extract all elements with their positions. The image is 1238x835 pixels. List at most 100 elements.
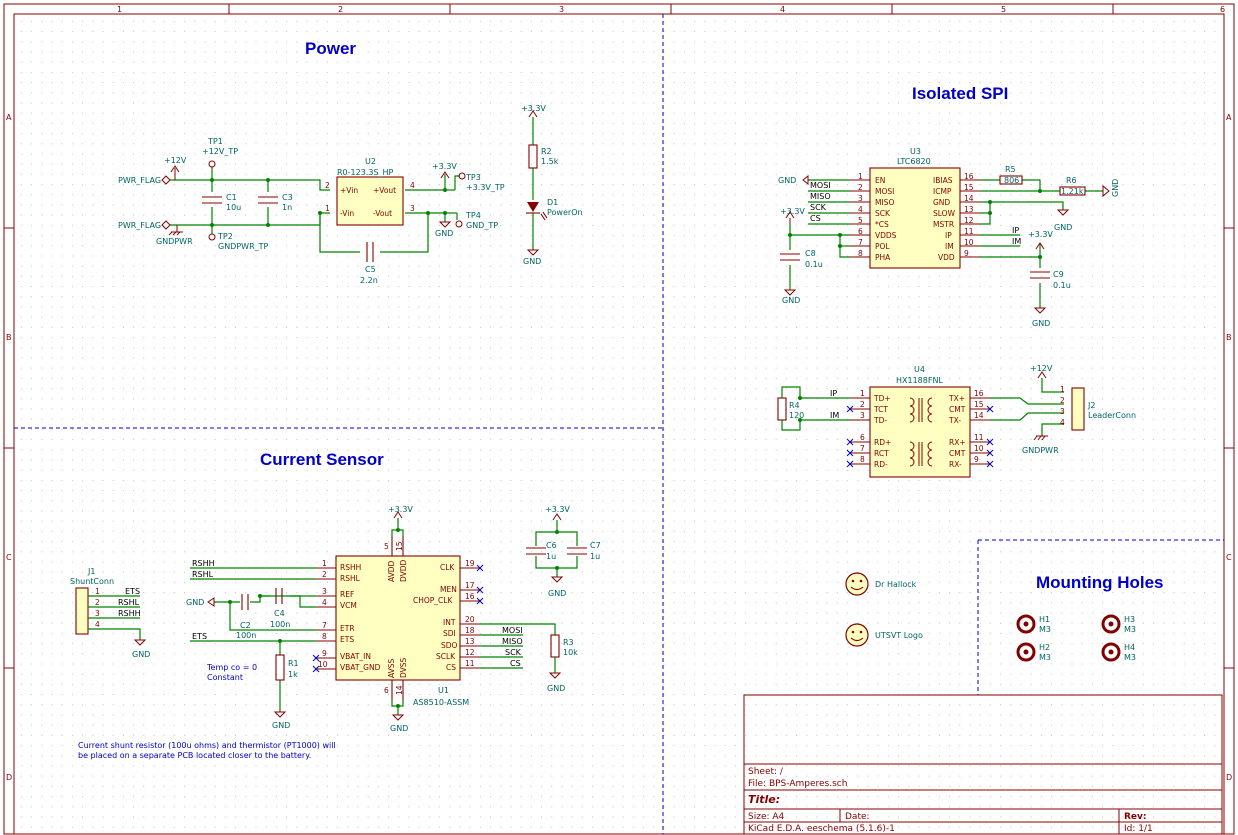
- u3-pnum-1: 1: [858, 172, 863, 181]
- c6-value: 1u: [546, 552, 556, 561]
- h1-value: M3: [1039, 625, 1051, 634]
- u3-net-miso: MISO: [810, 192, 831, 201]
- u4-pin-rct: RCT: [874, 449, 889, 458]
- u4-net-ip: IP: [830, 389, 837, 398]
- u3-pin-slow: SLOW: [933, 209, 956, 218]
- u3-pnum-4: 4: [858, 205, 863, 214]
- c7-ref: C7: [590, 541, 601, 550]
- title-block-rev: Rev:: [1124, 812, 1147, 822]
- current-sensor-section-title: Current Sensor: [260, 450, 384, 469]
- smiley-icon: [845, 572, 869, 596]
- u1-pnum-18: 18: [465, 626, 475, 635]
- tp4-ref: TP4: [465, 211, 481, 220]
- shunt-note-line1: Current shunt resistor (100u ohms) and t…: [78, 741, 336, 750]
- u1-pin-sdo: SDO: [441, 641, 458, 650]
- mounting-hole-icon: [1016, 642, 1036, 662]
- title-block-id: Id: 1/1: [1124, 824, 1153, 834]
- u1-gnd-label: GND: [390, 724, 408, 733]
- gndpwr-label: GNDPWR: [156, 237, 193, 246]
- u3-pin-vdd: VDD: [938, 253, 955, 262]
- u1-pin-vcm: VCM: [340, 601, 357, 610]
- u1-pin-etr: ETR: [340, 624, 355, 633]
- mounting-holes: H1 M3 H2 M3 H3 M3 H4 M3: [1016, 614, 1136, 662]
- p12v-label: +12V: [164, 156, 187, 165]
- j2-pnum-1: 1: [1060, 385, 1065, 394]
- u1-pin-dvdd: DVDD: [399, 559, 408, 582]
- u3-ref: U3: [910, 147, 921, 156]
- tp1-value: +12V_TP: [202, 147, 238, 156]
- current-sensor-section: J1 ShuntConn 1 2 3 4 ETS RSHL RSHH GND U…: [70, 505, 601, 760]
- u1-net-rshl: RSHL: [192, 570, 214, 579]
- title-block-title: Title:: [748, 793, 780, 806]
- pwr-flag-1-label: PWR_FLAG: [118, 176, 161, 185]
- pwr-flag-2-label: PWR_FLAG: [118, 221, 161, 230]
- u4-pnum-15: 15: [974, 400, 984, 409]
- r3-gnd-label: GND: [547, 684, 565, 693]
- u4-pin-txn: TX-: [948, 416, 961, 425]
- c2-gnd-label: GND: [186, 598, 204, 607]
- j2-ref: J2: [1087, 401, 1095, 410]
- u2-pnum-3: 3: [410, 204, 415, 213]
- u1-pin-sdi: SDI: [443, 629, 456, 638]
- u3-net-im: IM: [1012, 237, 1021, 246]
- u1-pin-rshl: RSHL: [340, 574, 361, 583]
- u3-pin-sck: SCK: [875, 209, 891, 218]
- c5-ref: C5: [365, 265, 376, 274]
- h4-value: M3: [1124, 653, 1136, 662]
- u3-pin-im: IM: [945, 242, 954, 251]
- c5-value: 2.2n: [360, 276, 378, 285]
- u3-pnum-2: 2: [858, 183, 863, 192]
- u3-pnum-7: 7: [858, 238, 863, 247]
- u1-pin-ref: REF: [340, 590, 354, 599]
- u3-pnum-15: 15: [964, 183, 974, 192]
- logos: Dr Hallock UTSVT Logo: [845, 572, 923, 647]
- u1-pin-chop-clk: CHOP_CLK: [413, 596, 453, 605]
- isolated-spi-section-title: Isolated SPI: [912, 84, 1008, 103]
- u1-net-miso: MISO: [502, 637, 523, 646]
- u4-pin-rxn: RX-: [949, 460, 962, 469]
- u1-pnum-9: 9: [322, 649, 327, 658]
- u4-pnum-11: 11: [974, 433, 984, 442]
- j1-ref: J1: [87, 567, 95, 576]
- u3-pin-pha: PHA: [875, 253, 891, 262]
- u1-body: [335, 555, 461, 681]
- u2-p33-label: +3.3V: [432, 162, 457, 171]
- r5-value: 806: [1004, 176, 1019, 185]
- frame-col-5: 5: [1001, 5, 1006, 14]
- u4-pnum-1: 1: [860, 389, 865, 398]
- u4-pin-tdn: TD-: [873, 416, 887, 425]
- h1-ref: H1: [1039, 615, 1050, 624]
- frame-row-b: B: [6, 333, 12, 342]
- tp3-value: +3.3V_TP: [466, 183, 505, 192]
- title-block-size: Size: A4: [748, 812, 785, 822]
- title-block-file: File: BPS-Amperes.sch: [748, 779, 847, 789]
- j1-pnum-1: 1: [95, 587, 100, 596]
- c9-value: 0.1u: [1053, 281, 1071, 290]
- j2-gndpwr-label: GNDPWR: [1022, 446, 1059, 455]
- u3-body: [869, 167, 961, 269]
- u3-net-ip: IP: [1012, 226, 1019, 235]
- j1-net-ets: ETS: [125, 587, 140, 596]
- frame-row-c: C: [6, 553, 12, 562]
- u1-pnum-8: 8: [322, 632, 327, 641]
- tp2-value: GNDPWR_TP: [218, 242, 269, 251]
- u2-pnum-2: 2: [325, 181, 330, 190]
- u2-pnum-1: 1: [325, 204, 330, 213]
- u3-pnum-9: 9: [964, 249, 969, 258]
- u4-pin-txp: TX+: [948, 394, 965, 403]
- r5-ref: R5: [1005, 165, 1016, 174]
- u4-pnum-6: 6: [860, 433, 865, 442]
- u3-pnum-12: 12: [964, 216, 974, 225]
- u1-pnum-10: 10: [318, 660, 328, 669]
- u2-pin-vin-p: +Vin: [340, 186, 358, 195]
- u1-pnum-11: 11: [465, 659, 475, 668]
- j1-pnum-3: 3: [95, 609, 100, 618]
- u3-net-mosi: MOSI: [810, 181, 831, 190]
- u3-en-gnd-label: GND: [778, 176, 796, 185]
- c9-gnd-label: GND: [1032, 319, 1050, 328]
- frame-row-b-right: B: [1226, 333, 1232, 342]
- u3-pnum-3: 3: [858, 194, 863, 203]
- u4-pin-tct: TCT: [873, 405, 888, 414]
- u4-pnum-16: 16: [974, 389, 984, 398]
- c2-ref: C2: [240, 621, 251, 630]
